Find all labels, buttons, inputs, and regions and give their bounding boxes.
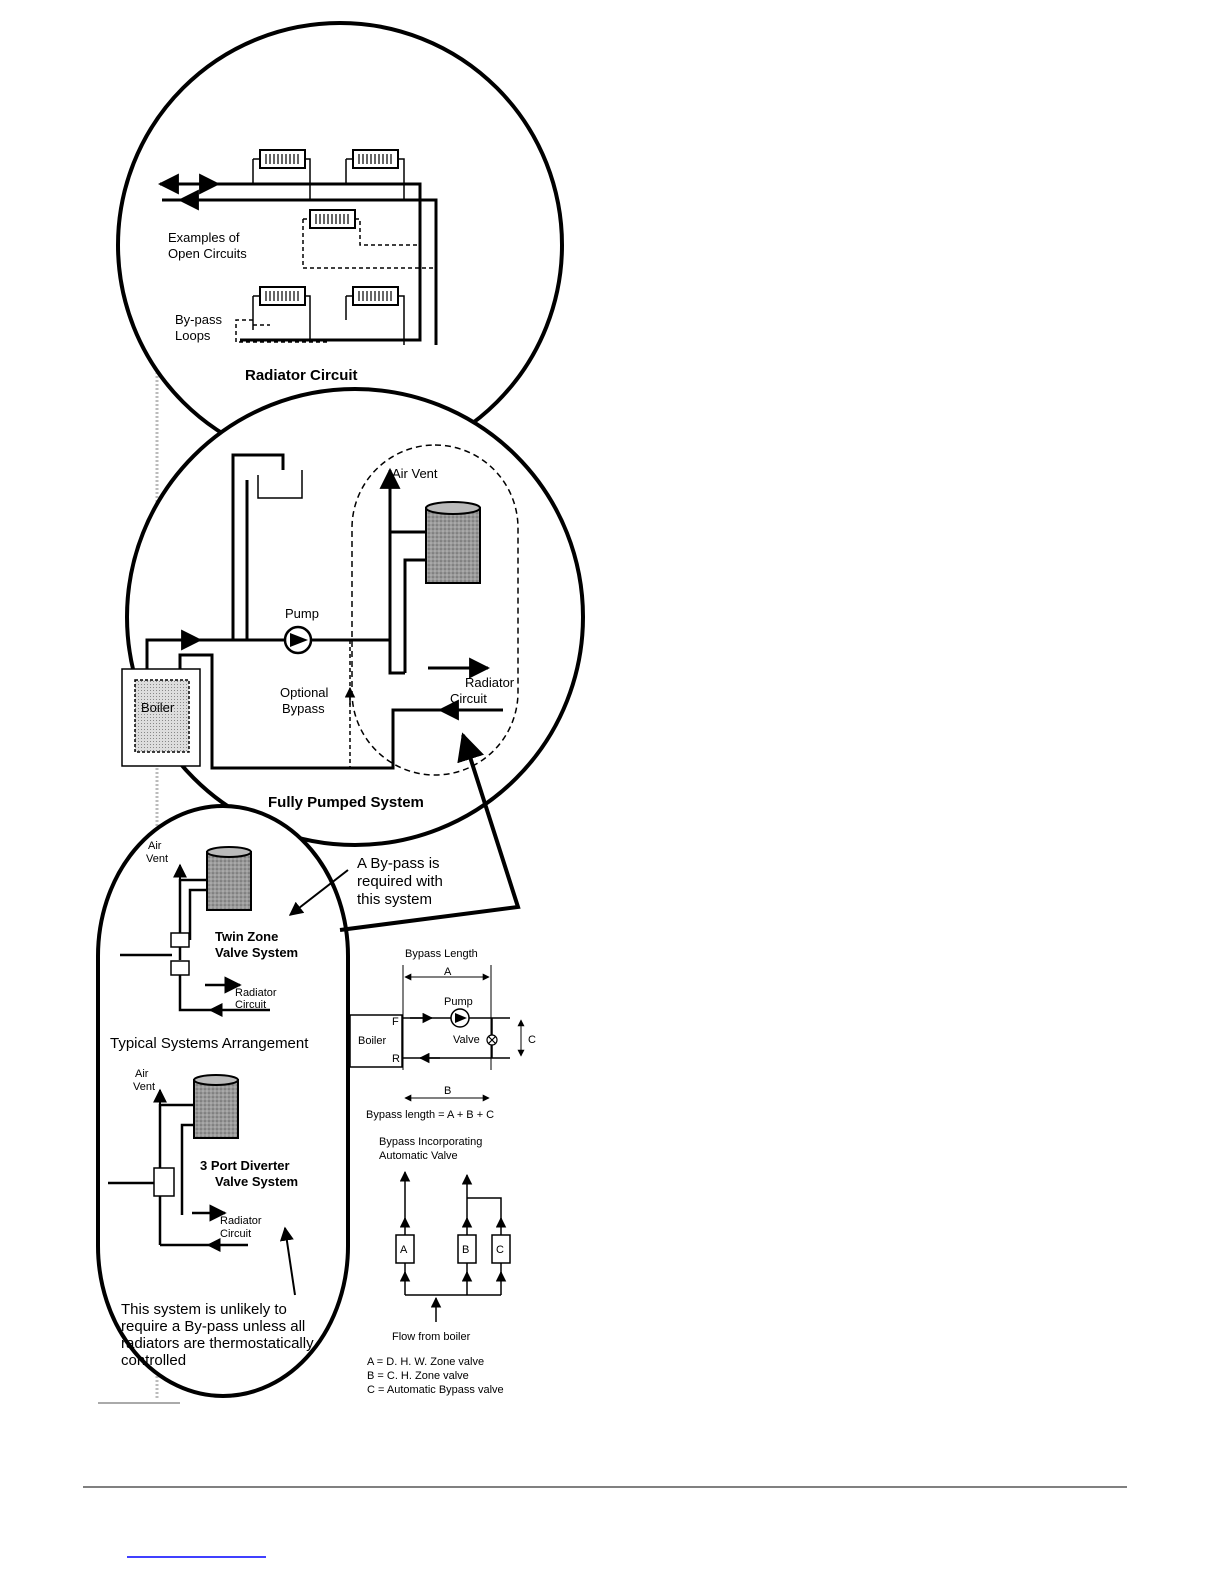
- three-port-label: 3 Port Diverter: [200, 1158, 290, 1173]
- open-circuits-label: Examples of: [168, 230, 240, 245]
- valve-b-label: B: [462, 1244, 469, 1256]
- pump-icon: [283, 625, 313, 655]
- pump-label: Pump: [444, 996, 473, 1008]
- return-pipe: [162, 198, 438, 345]
- valve-label: Valve: [453, 1034, 480, 1046]
- boiler-label: Boiler: [358, 1035, 386, 1047]
- valve-c-label: C: [496, 1244, 504, 1256]
- hot-water-cylinder: [206, 846, 252, 911]
- radiator-circuit-label: Circuit: [450, 691, 487, 706]
- automatic-valve-title: Automatic Valve: [379, 1150, 458, 1162]
- open-circuits-label: Open Circuits: [168, 246, 247, 261]
- radiator-circuit-label: Radiator: [235, 987, 277, 999]
- unlikely-bypass-note: This system is unlikely to: [121, 1301, 287, 1318]
- dimension-label-b: B: [444, 1085, 451, 1097]
- boiler-box: [121, 668, 201, 767]
- optional-bypass-label: Bypass: [282, 701, 325, 716]
- bypass-callout-arrow: [339, 732, 521, 932]
- radiator-circuit-label: Radiator: [465, 675, 515, 690]
- hot-water-cylinder: [193, 1074, 239, 1139]
- valve-a-label: A: [400, 1244, 408, 1256]
- feed-pipe: [231, 453, 285, 640]
- automatic-bypass-valve-icon: [491, 1234, 511, 1264]
- automatic-valve-title: Bypass Incorporating: [379, 1136, 482, 1148]
- zone-dashed-outline: [351, 444, 519, 776]
- automatic-valve-diagram: Bypass Incorporating Automatic Valve A B…: [367, 1136, 511, 1396]
- expansion-tank: [257, 470, 303, 499]
- bypass-loops-label: Loops: [175, 328, 211, 343]
- bypass-length-title: Bypass Length: [405, 948, 478, 960]
- flow-port-label: F: [392, 1016, 399, 1028]
- bypass-required-note: A By-pass is: [357, 855, 440, 872]
- air-vent-label: Air: [135, 1068, 149, 1080]
- twin-zone-label: Twin Zone: [215, 929, 278, 944]
- dhw-zone-valve-icon: [395, 1234, 415, 1264]
- radiator-icon: [259, 149, 306, 169]
- air-vent-label: Air: [148, 840, 162, 852]
- radiator-circuit-label: Radiator: [220, 1215, 262, 1227]
- bypass-required-note: required with: [357, 873, 443, 890]
- typical-systems-panel: Air Vent Twin Zone Valve System Radiator…: [96, 804, 350, 1398]
- unlikely-bypass-note: require a By-pass unless all: [121, 1318, 305, 1335]
- zone-valve-icon: [170, 960, 190, 976]
- bypass-length-diagram: Bypass Length A Boiler F R Pump Valve C …: [349, 948, 536, 1121]
- air-vent-label: Vent: [146, 853, 168, 865]
- boiler-box: [349, 1014, 403, 1068]
- diverter-valve-icon: [153, 1167, 175, 1197]
- three-port-label: Valve System: [215, 1174, 298, 1189]
- zone-valve-icon: [170, 932, 190, 948]
- twin-zone-label: Valve System: [215, 945, 298, 960]
- radiator-circuit-title: Radiator Circuit: [245, 367, 358, 384]
- valve-icon: [486, 1034, 498, 1046]
- flow-from-boiler-label: Flow from boiler: [392, 1331, 471, 1343]
- bypass-loop-dashed: [235, 319, 330, 343]
- typical-systems-title: Typical Systems Arrangement: [110, 1035, 309, 1052]
- unlikely-bypass-note: radiators are thermostatically: [121, 1335, 314, 1352]
- flow-pipe: [157, 173, 422, 342]
- radiator-icon: [352, 286, 399, 306]
- dimension-label-a: A: [444, 966, 452, 978]
- bypass-required-note: this system: [357, 891, 432, 908]
- boiler-label: Boiler: [141, 700, 175, 715]
- radiator-icon: [259, 286, 306, 306]
- air-vent-label: Air Vent: [392, 466, 438, 481]
- legend-item: B = C. H. Zone valve: [367, 1370, 469, 1382]
- fully-pumped-panel: Boiler Air Vent Pump Optional Bypass Rad…: [121, 387, 585, 847]
- radiator-circuit-label: Circuit: [220, 1228, 251, 1240]
- radiator-icon: [309, 209, 356, 229]
- fully-pumped-circle: [125, 387, 585, 847]
- ch-zone-valve-icon: [457, 1234, 477, 1264]
- radiator-icon: [352, 149, 399, 169]
- optional-bypass-label: Optional: [280, 685, 329, 700]
- dimension-label-c: C: [528, 1034, 536, 1046]
- legend-item: C = Automatic Bypass valve: [367, 1384, 504, 1396]
- pump-label: Pump: [285, 606, 319, 621]
- hot-water-cylinder: [425, 501, 481, 584]
- radiator-circuit-label: Circuit: [235, 999, 266, 1011]
- radiator-circuit-panel: Examples of Open Circuits By-pass Loops …: [116, 21, 564, 469]
- fully-pumped-title: Fully Pumped System: [268, 794, 424, 811]
- pump-icon: [450, 1008, 470, 1028]
- legend-item: A = D. H. W. Zone valve: [367, 1356, 484, 1368]
- open-circuit-dashed: [302, 218, 436, 269]
- bypass-loops-label: By-pass: [175, 312, 222, 327]
- unlikely-bypass-note: controlled: [121, 1352, 186, 1369]
- return-port-label: R: [392, 1053, 400, 1065]
- bypass-length-formula: Bypass length = A + B + C: [366, 1109, 494, 1121]
- air-vent-label: Vent: [133, 1081, 155, 1093]
